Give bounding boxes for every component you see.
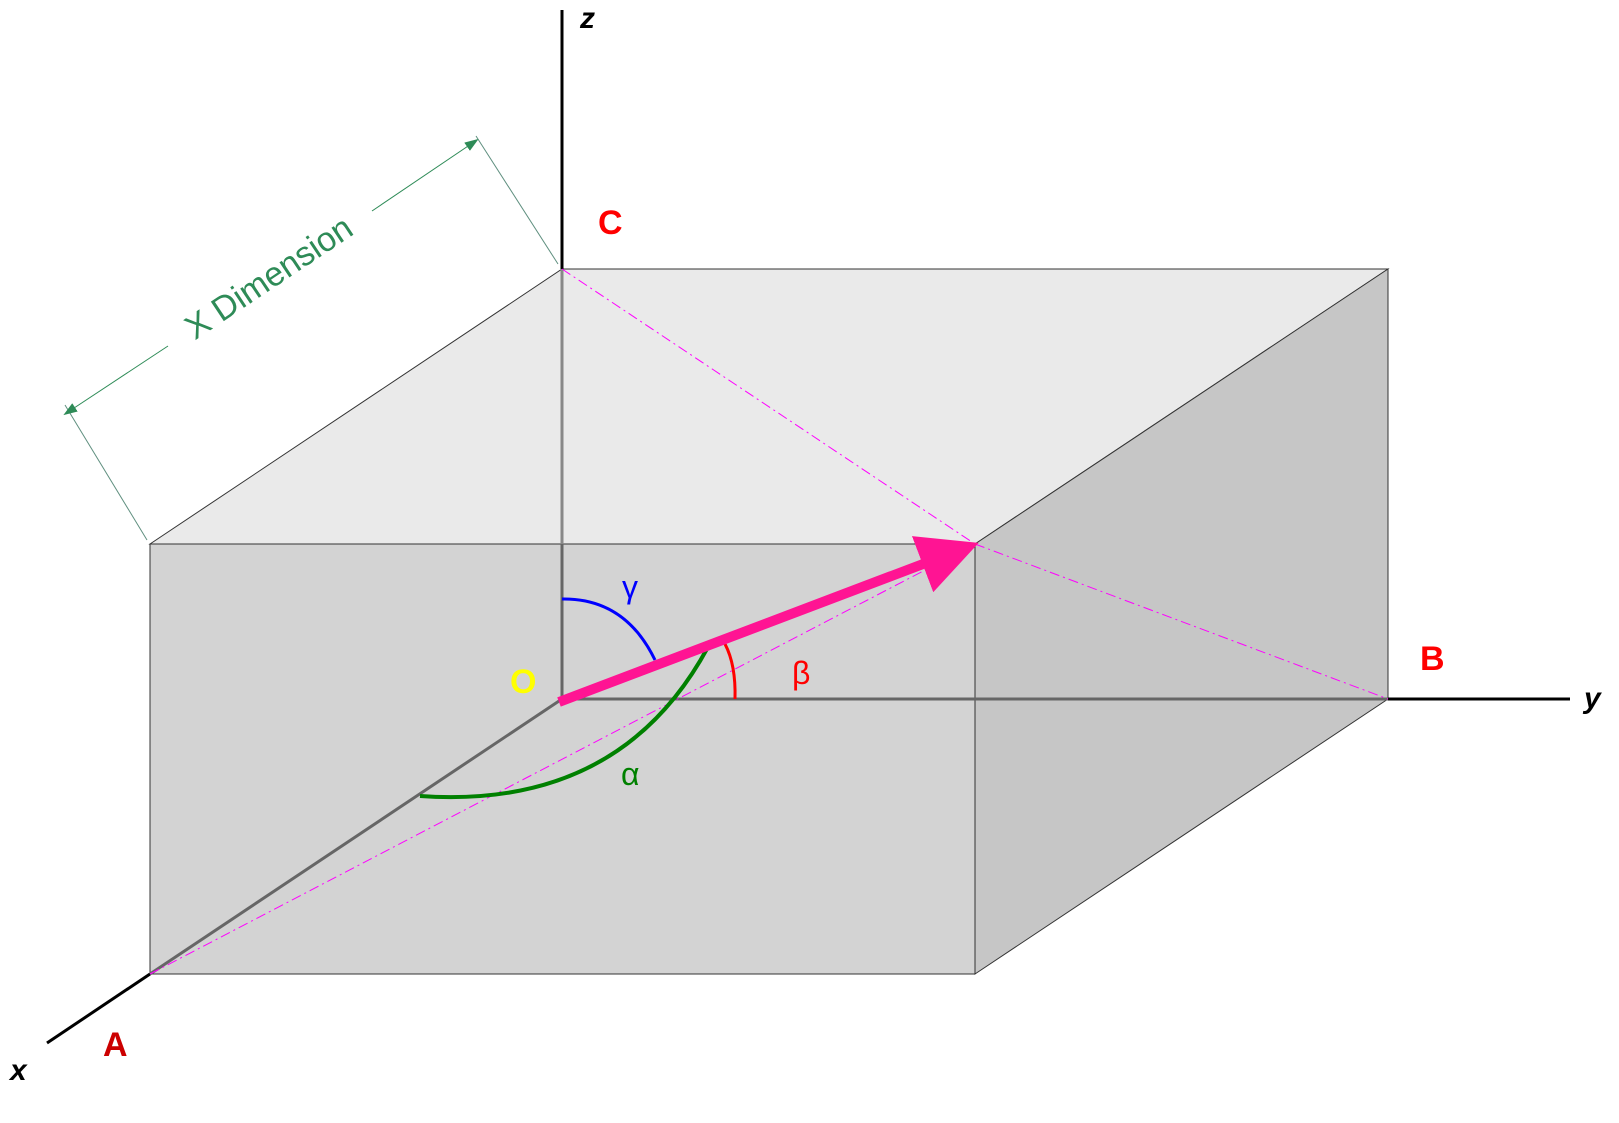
z-axis-label: z	[579, 2, 595, 35]
point-a-label: A	[103, 1026, 128, 1064]
beta-arc	[723, 643, 737, 700]
gamma-arc	[561, 597, 657, 661]
projection-line-b	[974, 543, 1389, 700]
point-b-label: B	[1420, 640, 1445, 678]
beta-label: β	[792, 655, 810, 691]
vector-arrow	[557, 536, 979, 707]
x-axis-hidden	[149, 697, 563, 976]
origin-label: O	[510, 663, 536, 701]
dimension-extension-line-front	[64, 404, 148, 541]
x-axis-label: x	[8, 1054, 28, 1087]
dimension-extension-line-back	[475, 135, 559, 265]
projection-line-c	[561, 268, 976, 545]
point-c-label: C	[598, 204, 623, 242]
dimension-arrow-line-upper	[371, 138, 479, 212]
y-axis-label: y	[1582, 682, 1602, 715]
x-axis-outer	[46, 972, 151, 1045]
gamma-label: γ	[622, 569, 638, 605]
alpha-arc	[419, 646, 710, 800]
projection-line-a	[149, 543, 976, 975]
alpha-label: α	[621, 756, 640, 792]
dimension-label: X Dimension	[178, 209, 359, 348]
projection-lines	[149, 268, 1389, 975]
dimension-arrow-line-lower	[63, 345, 169, 416]
